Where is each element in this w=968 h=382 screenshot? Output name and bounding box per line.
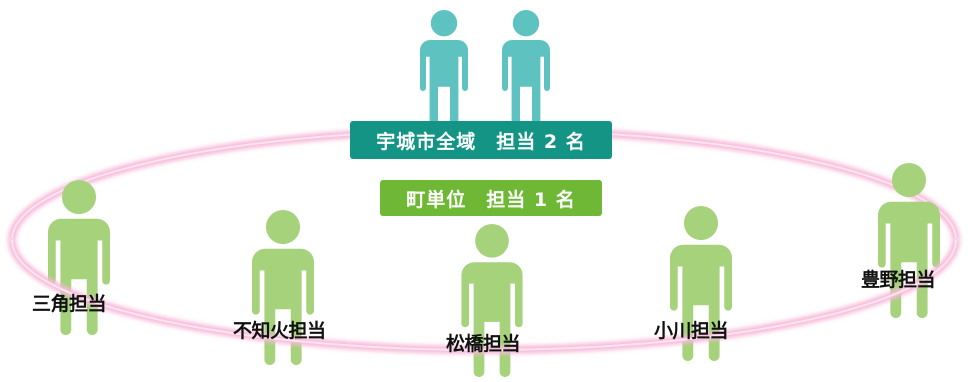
town-unit-staff-badge: 町単位 担当 1 名 bbox=[380, 180, 602, 216]
person-label-matsubase: 松橋担当 bbox=[446, 333, 521, 355]
person-label-shiranui: 不知火担当 bbox=[233, 320, 326, 342]
coverage-ring-front bbox=[8, 239, 960, 354]
city-wide-staff-badge: 宇城市全域 担当 2 名 bbox=[350, 121, 612, 159]
city-staff-1-person-icon bbox=[420, 10, 468, 130]
city-wide-staff-group bbox=[420, 10, 550, 130]
person-label-toyono: 豊野担当 bbox=[861, 269, 936, 291]
city-staff-2-person-icon bbox=[502, 10, 550, 130]
person-label-ogawa: 小川担当 bbox=[654, 320, 729, 342]
person-label-misumi: 三角担当 bbox=[32, 293, 107, 315]
